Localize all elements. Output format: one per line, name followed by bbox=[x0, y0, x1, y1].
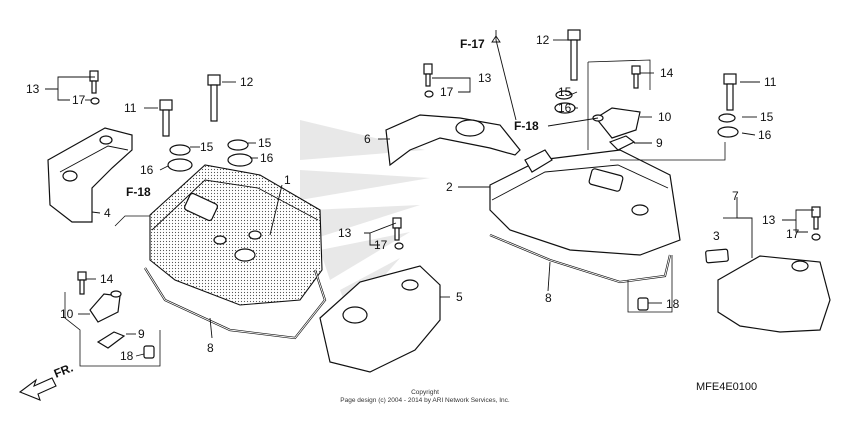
callout-12-left[interactable]: 12 bbox=[240, 75, 254, 89]
callout-16-right[interactable]: 16 bbox=[558, 101, 572, 115]
bolt-12-right[interactable] bbox=[567, 29, 581, 81]
washers-15-16-right-2[interactable] bbox=[717, 113, 739, 138]
part-3-mark[interactable] bbox=[705, 248, 729, 264]
ref-f18-right[interactable]: F-18 bbox=[514, 119, 539, 133]
callout-17-right[interactable]: 17 bbox=[786, 227, 800, 241]
part-10-left-fitting[interactable] bbox=[89, 290, 122, 323]
part-1-cylinder-head-cover[interactable] bbox=[149, 164, 323, 306]
callout-9-left[interactable]: 9 bbox=[138, 327, 145, 341]
copyright-line-2: Page design (c) 2004 - 2014 by ARI Netwo… bbox=[340, 397, 510, 404]
bolt-13-middle-lower[interactable] bbox=[392, 217, 404, 250]
diagram-code: MFE4E0100 bbox=[696, 381, 757, 393]
ref-f17[interactable]: F-17 bbox=[460, 37, 485, 51]
callout-13-left[interactable]: 13 bbox=[26, 82, 40, 96]
part-6-bracket[interactable] bbox=[385, 114, 521, 167]
callout-17-mid[interactable]: 17 bbox=[440, 85, 454, 99]
callout-2[interactable]: 2 bbox=[446, 180, 453, 194]
bolt-11-right[interactable] bbox=[723, 73, 737, 111]
callout-18-right[interactable]: 18 bbox=[666, 297, 680, 311]
callout-7[interactable]: 7 bbox=[732, 189, 739, 203]
callout-3[interactable]: 3 bbox=[713, 229, 720, 243]
copyright-line-1: Copyright bbox=[411, 389, 439, 396]
callout-13-mid-lower[interactable]: 13 bbox=[338, 226, 352, 240]
callout-15-left-a[interactable]: 15 bbox=[200, 140, 214, 154]
part-18-left-cap[interactable] bbox=[143, 345, 155, 359]
bolt-14-right[interactable] bbox=[631, 65, 641, 89]
callout-18-left[interactable]: 18 bbox=[120, 349, 134, 363]
bolt-14-left[interactable] bbox=[77, 271, 87, 295]
part-7-side-cover-right[interactable] bbox=[717, 255, 831, 333]
callout-8-left[interactable]: 8 bbox=[207, 341, 214, 355]
bolt-13-right[interactable] bbox=[811, 206, 821, 241]
callout-15-left-b[interactable]: 15 bbox=[258, 136, 272, 150]
callout-16-right-b[interactable]: 16 bbox=[758, 128, 772, 142]
part-18-right-cap[interactable] bbox=[637, 297, 649, 311]
callout-16-left-b[interactable]: 16 bbox=[260, 151, 274, 165]
callout-10-left[interactable]: 10 bbox=[60, 307, 74, 321]
part-9-left-seal[interactable] bbox=[96, 331, 126, 349]
bolt-12-left[interactable] bbox=[207, 74, 221, 122]
callout-13-mid[interactable]: 13 bbox=[478, 71, 492, 85]
callout-10-right[interactable]: 10 bbox=[658, 110, 672, 124]
callout-11-left[interactable]: 11 bbox=[124, 101, 137, 115]
callout-6[interactable]: 6 bbox=[364, 132, 371, 146]
callout-13-right[interactable]: 13 bbox=[762, 213, 776, 227]
callout-14-left[interactable]: 14 bbox=[100, 272, 114, 286]
callout-4[interactable]: 4 bbox=[104, 206, 111, 220]
part-8-gasket-left[interactable] bbox=[144, 267, 327, 340]
callout-17-left[interactable]: 17 bbox=[72, 93, 86, 107]
callout-11-right[interactable]: 11 bbox=[764, 75, 777, 89]
callout-16-left-a[interactable]: 16 bbox=[140, 163, 154, 177]
bolt-13-middle[interactable] bbox=[423, 63, 434, 98]
part-10-right-fitting[interactable] bbox=[592, 107, 641, 139]
callout-17-mid-lower[interactable]: 17 bbox=[374, 238, 388, 252]
part-9-right-seal[interactable] bbox=[608, 135, 636, 151]
bolt-13-left[interactable] bbox=[89, 70, 100, 105]
callout-14-right[interactable]: 14 bbox=[660, 66, 674, 80]
part-4-side-cover[interactable] bbox=[47, 127, 133, 223]
leader-lines bbox=[45, 30, 814, 357]
ref-f18-left[interactable]: F-18 bbox=[126, 185, 151, 199]
callout-8-right[interactable]: 8 bbox=[545, 291, 552, 305]
callout-15-right[interactable]: 15 bbox=[558, 85, 572, 99]
part-8-gasket-right[interactable] bbox=[489, 233, 672, 284]
front-direction-label: FR. bbox=[52, 361, 75, 381]
callout-9-right[interactable]: 9 bbox=[656, 136, 663, 150]
callout-15-right-b[interactable]: 15 bbox=[760, 110, 774, 124]
callout-1[interactable]: 1 bbox=[284, 173, 291, 187]
part-2-cylinder-head-cover[interactable] bbox=[489, 149, 681, 256]
washers-15-16-left[interactable] bbox=[167, 139, 253, 172]
callout-5[interactable]: 5 bbox=[456, 290, 463, 304]
front-direction-arrow-icon: FR. bbox=[18, 361, 75, 401]
callout-12-right[interactable]: 12 bbox=[536, 33, 550, 47]
bolt-11-left[interactable] bbox=[159, 99, 173, 137]
part-5-cover-middle[interactable] bbox=[319, 265, 441, 373]
callout-labels: 13 17 4 11 12 15 15 16 16 1 F-18 14 10 9… bbox=[26, 33, 800, 363]
